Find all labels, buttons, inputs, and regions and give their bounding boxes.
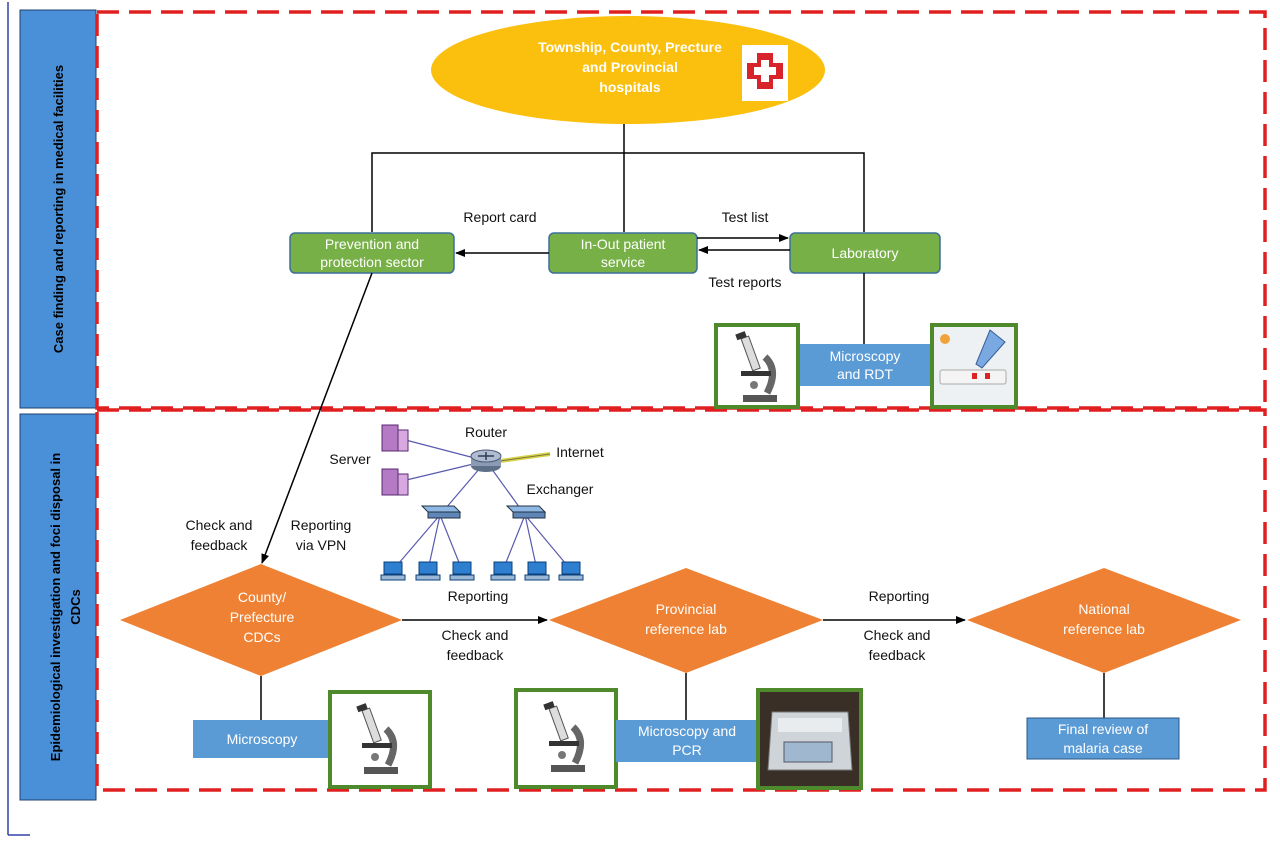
check-feedback-left-1: Check and (186, 517, 253, 533)
microscopy-pcr-label-2: PCR (672, 742, 702, 758)
check-feedback-left-2: feedback (191, 537, 249, 553)
hospitals-oval (431, 16, 825, 124)
hospitals-label-1: Township, County, Precture (538, 39, 722, 55)
report-card-label: Report card (463, 209, 536, 225)
computer-icon (380, 561, 584, 581)
microscope-icon (714, 323, 800, 409)
county-microscopy-label: Microscopy (227, 731, 298, 747)
internet-label: Internet (556, 444, 604, 460)
reporting-vpn-1: Reporting (291, 517, 352, 533)
county-label-3: CDCs (243, 629, 280, 645)
test-list-label: Test list (722, 209, 769, 225)
hospital-connectors (371, 124, 865, 232)
microscope-icon (328, 690, 432, 789)
county-microscopy-box (193, 720, 331, 758)
inout-label-2: service (601, 254, 646, 270)
provincial-label-1: Provincial (656, 601, 717, 617)
laboratory-box (789, 232, 941, 274)
prevention-label-2: protection sector (320, 254, 424, 270)
bottom-section-band (19, 413, 97, 801)
network-diagram: Router Server Internet Exchanger (329, 424, 604, 581)
top-section-band (19, 9, 97, 409)
microscopy-rdt-label-1: Microscopy (830, 348, 901, 364)
check-feedback-1b: feedback (447, 647, 505, 663)
report-to-county-arrow (261, 272, 373, 564)
bottom-section-frame (95, 408, 1267, 792)
county-cdc-diamond (120, 564, 402, 676)
prevention-label-1: Prevention and (325, 236, 419, 252)
national-lab-diamond (967, 568, 1241, 673)
test-reports-label: Test reports (708, 274, 781, 290)
switch-icon (421, 505, 546, 519)
red-cross-hospital-icon (742, 45, 788, 101)
county-label-1: County/ (238, 589, 286, 605)
microscopy-pcr-box (616, 720, 758, 762)
check-feedback-2a: Check and (864, 627, 931, 643)
check-feedback-2b: feedback (869, 647, 927, 663)
inout-label-1: In-Out patient (581, 236, 666, 252)
check-feedback-1a: Check and (442, 627, 509, 643)
bottom-section-label: Epidemiological investigation and foci d… (48, 453, 63, 761)
provincial-lab-diamond (549, 568, 823, 673)
pcr-machine-icon (756, 688, 863, 790)
national-label-1: National (1078, 601, 1129, 617)
reporting-vpn-2: via VPN (296, 537, 347, 553)
top-section-label: Case finding and reporting in medical fa… (51, 65, 66, 353)
hospitals-label-2: and Provincial (582, 59, 678, 75)
hospitals-label-3: hospitals (599, 79, 661, 95)
provincial-label-2: reference lab (645, 621, 727, 637)
exchanger-label: Exchanger (527, 481, 594, 497)
router-label: Router (465, 424, 507, 440)
microscopy-rdt-label-2: and RDT (837, 366, 893, 382)
server-icon (381, 424, 409, 496)
bottom-section-label-2: CDCs (68, 589, 83, 624)
server-label: Server (329, 451, 371, 467)
microscopy-rdt-box (796, 344, 934, 386)
reporting-label-1: Reporting (448, 588, 509, 604)
microscope-icon (514, 688, 618, 789)
national-label-2: reference lab (1063, 621, 1145, 637)
final-review-label-1: Final review of (1058, 721, 1148, 737)
top-section-frame (95, 10, 1267, 410)
microscopy-pcr-label-1: Microscopy and (638, 723, 736, 739)
county-label-2: Prefecture (230, 609, 295, 625)
final-review-label-2: malaria case (1063, 740, 1143, 756)
reporting-label-2: Reporting (869, 588, 930, 604)
router-icon (470, 449, 502, 472)
final-review-box (1026, 717, 1180, 760)
rdt-test-icon (930, 323, 1018, 409)
laboratory-label: Laboratory (832, 245, 899, 261)
